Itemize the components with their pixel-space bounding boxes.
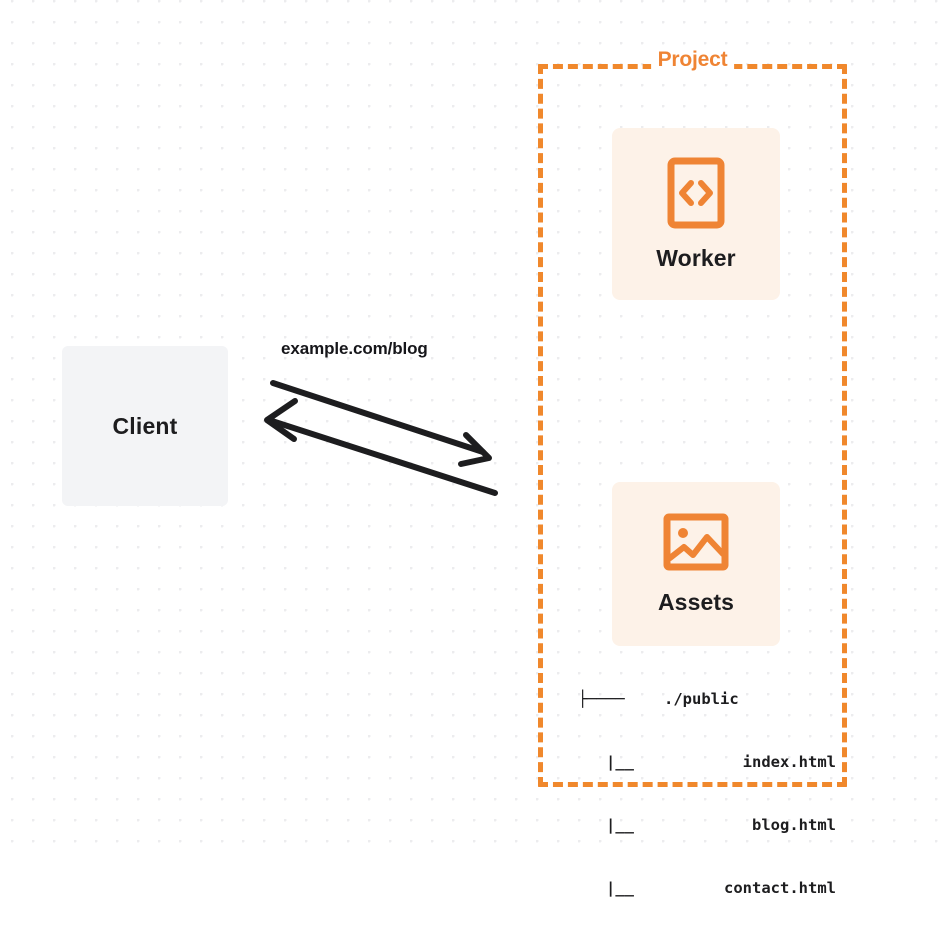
tree-item-name: blog.html: [752, 816, 836, 834]
file-tree-row: |__ contact.html: [578, 878, 838, 899]
code-brackets-icon: [667, 157, 725, 229]
tree-branch-glyph: |__: [578, 879, 634, 897]
connection-url-label: example.com/blog: [281, 339, 428, 358]
tree-branch-glyph: |__: [578, 816, 634, 834]
tree-branch-glyph: ├────: [578, 690, 625, 708]
file-tree-row: |__ blog.html: [578, 815, 838, 836]
client-node[interactable]: Client: [62, 346, 228, 506]
image-icon: [663, 513, 729, 571]
client-node-label: Client: [112, 412, 178, 439]
assets-file-tree: ├──── ./public |__ index.html |__ blog.h…: [578, 647, 838, 941]
tree-branch-glyph: |__: [578, 753, 634, 771]
diagram-canvas: Client example.com/blog Project: [0, 0, 938, 897]
worker-node[interactable]: Worker: [612, 128, 780, 300]
request-arrow-icon: [270, 380, 492, 467]
assets-node-label: Assets: [657, 588, 735, 615]
tree-item-name: ./public: [664, 690, 739, 708]
assets-node[interactable]: Assets: [612, 482, 780, 646]
tree-item-name: index.html: [742, 753, 836, 771]
project-title-label: Project: [650, 48, 735, 72]
worker-node-label: Worker: [656, 244, 736, 271]
connection-arrows: [264, 380, 498, 496]
file-tree-row: ├──── ./public: [578, 689, 838, 710]
tree-item-name: contact.html: [724, 879, 836, 897]
response-arrow-icon: [264, 398, 498, 496]
file-tree-row: |__ index.html: [578, 752, 838, 773]
project-container: Project Worker Assets: [538, 48, 847, 897]
